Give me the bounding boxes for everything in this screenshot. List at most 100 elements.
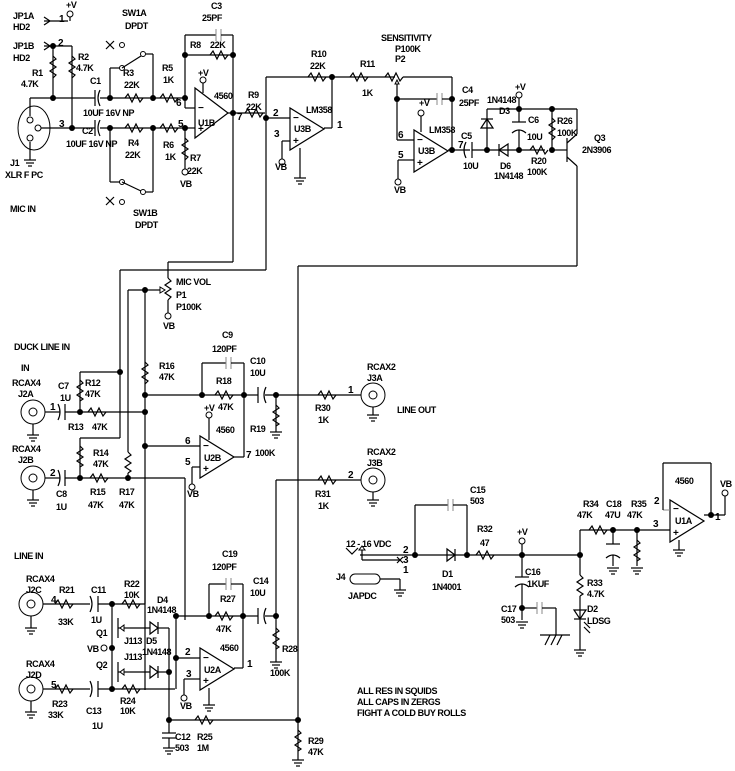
r34-value: 47K: [577, 510, 593, 520]
r9-label: R9: [248, 90, 259, 100]
pin-3: 3: [403, 555, 409, 566]
d1-part: 1N4001: [432, 582, 462, 592]
c8-label: C8: [56, 489, 67, 499]
c16-value: 1KUF: [527, 579, 550, 589]
pin-3: 3: [653, 519, 659, 530]
svg-text:+: +: [203, 464, 209, 475]
u1a-label: U1A: [675, 516, 693, 526]
r8-value: 22K: [210, 40, 226, 50]
r18-value: 47K: [218, 402, 234, 412]
r23-label: R23: [52, 699, 68, 709]
d5-label: D5: [146, 636, 157, 646]
d6-label: D6: [500, 161, 511, 171]
sw1b-label: SW1B: [133, 208, 158, 218]
c18-label: C18: [606, 499, 622, 509]
power-input-label: 12 - 16 VDC: [346, 539, 392, 549]
rca-jack-j2c: [18, 591, 44, 617]
pin-4: 4: [51, 595, 57, 606]
r26-value: 100K: [557, 128, 578, 138]
d4-label: D4: [157, 595, 168, 605]
c9-value: 120PF: [212, 344, 237, 354]
j4-label: J4: [336, 572, 346, 582]
p1-value: P100K: [176, 302, 202, 312]
jp1b-type: HD2: [13, 53, 30, 63]
r14-value: 47K: [93, 459, 109, 469]
r6-value: 1K: [165, 152, 177, 162]
pin-7: 7: [246, 450, 252, 461]
svg-text:−: −: [417, 135, 423, 146]
r12-value: 47K: [85, 389, 101, 399]
mic-in-label: MIC IN: [10, 204, 36, 214]
r16-label: R16: [159, 361, 175, 371]
opamp-u2a: [199, 646, 236, 692]
q2-label: Q2: [96, 660, 108, 670]
c4-label: C4: [462, 85, 473, 95]
pin-1: 1: [403, 565, 409, 576]
j2c-label: J2C: [26, 585, 42, 595]
pin-7: 7: [458, 140, 464, 151]
svg-text:−: −: [198, 103, 204, 114]
c16-label: C16: [525, 567, 541, 577]
j2d-type: RCAX4: [26, 659, 55, 669]
c6-label: C6: [528, 115, 539, 125]
r17-label: R17: [119, 487, 135, 497]
c3-value: 25PF: [202, 13, 223, 23]
c14-value: 10U: [250, 588, 265, 598]
d2-part: LDSG: [587, 616, 611, 626]
r22-label: R22: [124, 579, 140, 589]
j3a-label: J3A: [367, 373, 383, 383]
c5-value: 10U: [463, 161, 478, 171]
r15-value: 47K: [88, 500, 104, 510]
r28-label: R28: [282, 644, 298, 654]
jp1a-label: JP1A: [13, 11, 35, 21]
pin-6: 6: [176, 98, 182, 109]
opamp-u1a: [669, 498, 706, 544]
r11-value: 1K: [362, 88, 374, 98]
r32-value: 47: [480, 538, 490, 548]
r18-label: R18: [216, 376, 232, 386]
u1b-label: U1B: [198, 118, 216, 128]
r19-value: 100K: [255, 448, 276, 458]
j2b-label: J2B: [18, 455, 34, 465]
u3b-2-vplus-label: +V: [419, 98, 430, 108]
pin-5: 5: [185, 457, 191, 468]
c12-label: C12: [175, 732, 191, 742]
u3b-1-label: U3B: [294, 124, 312, 134]
pin-1: 1: [247, 659, 253, 670]
svg-text:−: −: [293, 113, 299, 124]
r2-label: R2: [78, 52, 89, 62]
r13-label: R13: [68, 422, 84, 432]
c10-value: 10U: [250, 368, 265, 378]
line-in-label: LINE IN: [14, 551, 43, 561]
sensitivity-label: SENSITIVITY: [381, 33, 432, 43]
pin-1: 1: [715, 512, 721, 523]
j2a-type: RCAX4: [12, 378, 41, 388]
r29-label: R29: [308, 736, 324, 746]
p2-value: P100K: [395, 44, 421, 54]
pin-3: 3: [274, 129, 280, 140]
vb-label: VB: [187, 489, 200, 499]
d2-label: D2: [587, 604, 598, 614]
labels: JP1A HD2 JP1B HD2 1 2 +V R1 4.7K R2 4.7K…: [5, 0, 733, 757]
r8-label: R8: [190, 40, 201, 50]
pin-2: 2: [50, 468, 56, 479]
q1-part: J113: [124, 636, 142, 646]
r19-label: R19: [250, 424, 266, 434]
r1-value: 4.7K: [21, 79, 39, 89]
r12-label: R12: [85, 378, 101, 388]
rca-jack-j3a: [360, 382, 386, 408]
vplus-label: +V: [66, 0, 77, 10]
c4-value: 25PF: [459, 98, 480, 108]
pin-2: 2: [273, 108, 279, 119]
r22-value: 10K: [124, 590, 140, 600]
r30-value: 1K: [318, 415, 330, 425]
r17-value: 47K: [119, 500, 135, 510]
in-label: IN: [21, 363, 29, 373]
svg-text:−: −: [203, 441, 209, 452]
u2b-part: 4560: [216, 425, 235, 435]
r21-value: 33K: [58, 617, 74, 627]
j3a-type: RCAX2: [367, 362, 396, 372]
r5-label: R5: [162, 63, 173, 73]
u1b-part: 4560: [214, 91, 233, 101]
duck-line-in-label: DUCK LINE IN: [14, 342, 70, 352]
